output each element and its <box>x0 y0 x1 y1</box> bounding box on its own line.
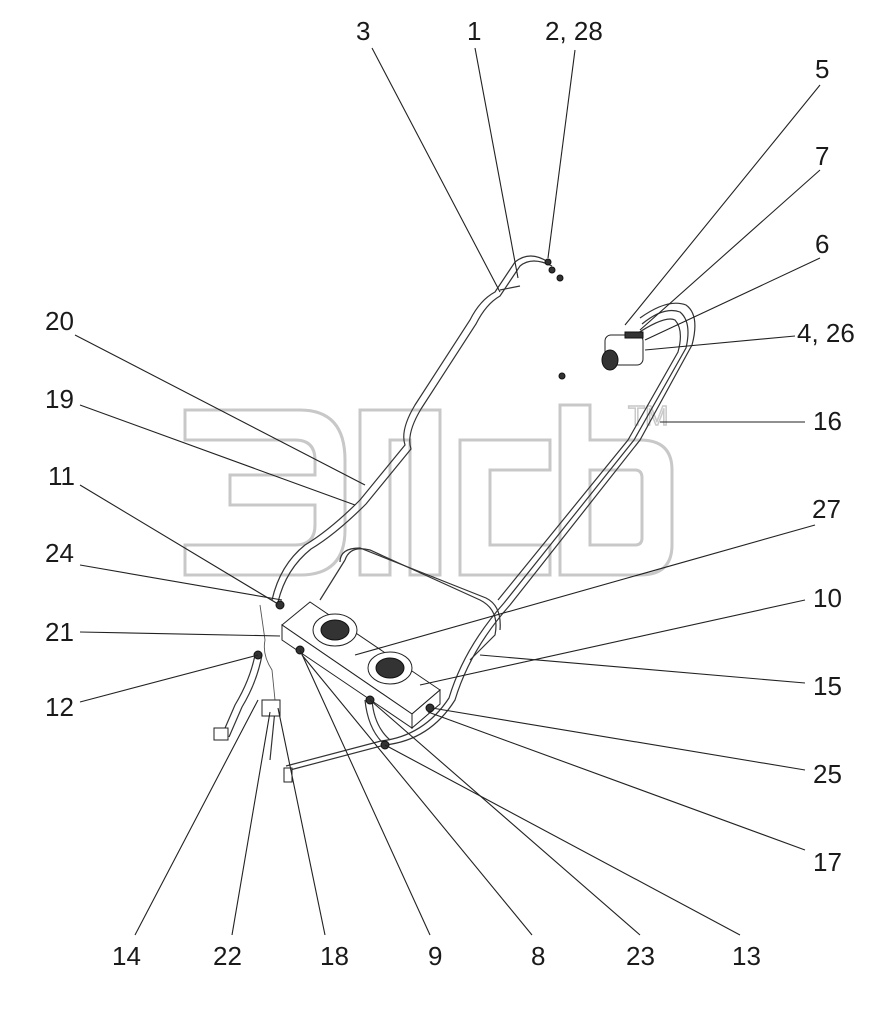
callout-11: 11 <box>48 461 75 491</box>
callout-5: 5 <box>815 54 829 84</box>
hydraulic-pump <box>601 331 644 371</box>
callout-23: 23 <box>626 941 655 971</box>
callout-labels: 3 1 2, 28 5 7 6 4, 26 16 20 19 11 27 24 … <box>45 16 855 971</box>
callout-17: 17 <box>813 847 842 877</box>
callout-10: 10 <box>813 583 842 613</box>
callout-27: 27 <box>812 494 841 524</box>
callout-2-28: 2, 28 <box>545 16 603 46</box>
callout-18: 18 <box>320 941 349 971</box>
callout-8: 8 <box>531 941 545 971</box>
callout-19: 19 <box>45 384 74 414</box>
callout-4-26: 4, 26 <box>797 318 855 348</box>
watermark-logo: TM <box>183 399 674 577</box>
callout-3: 3 <box>356 16 370 46</box>
callout-25: 25 <box>813 759 842 789</box>
callout-20: 20 <box>45 306 74 336</box>
callout-16: 16 <box>813 406 842 436</box>
callout-14: 14 <box>112 941 141 971</box>
callout-12: 12 <box>45 692 74 722</box>
cooler-unit <box>281 601 441 730</box>
callout-7: 7 <box>815 141 829 171</box>
leader-lines <box>74 47 821 936</box>
callout-9: 9 <box>428 941 442 971</box>
pipe-network <box>221 255 696 771</box>
callout-1: 1 <box>467 16 481 46</box>
callout-22: 22 <box>213 941 242 971</box>
callout-6: 6 <box>815 229 829 259</box>
callout-15: 15 <box>813 671 842 701</box>
fittings <box>213 258 566 783</box>
callout-13: 13 <box>732 941 761 971</box>
callout-21: 21 <box>45 617 74 647</box>
callout-24: 24 <box>45 538 74 568</box>
